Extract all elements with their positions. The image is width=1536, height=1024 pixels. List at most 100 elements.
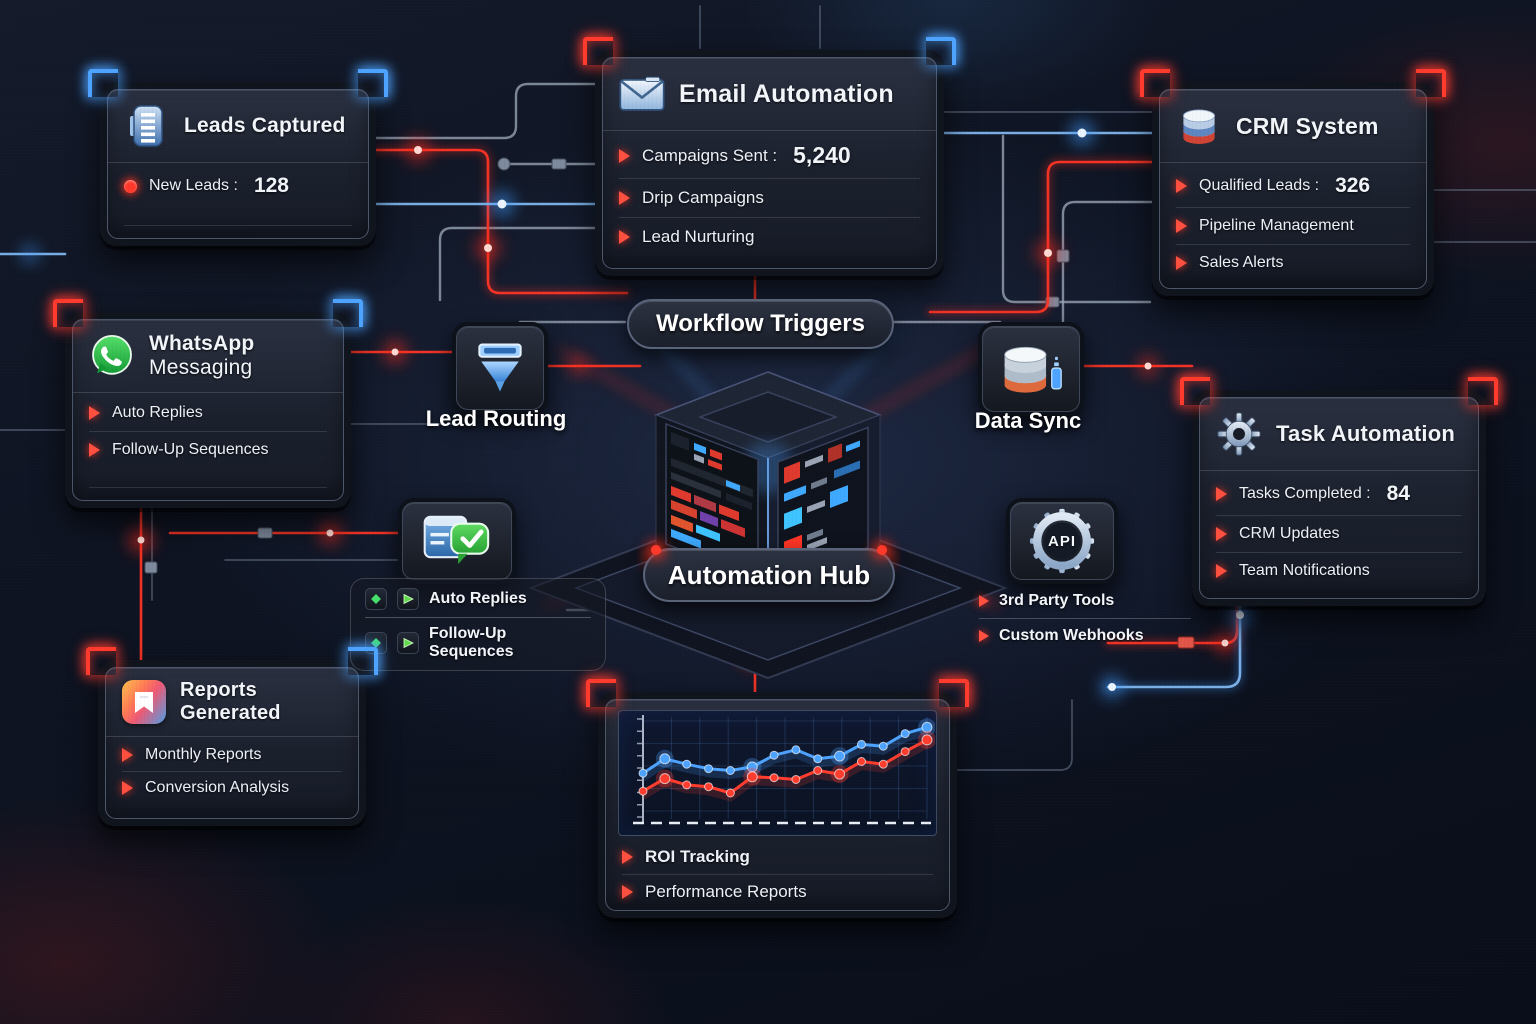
divider — [89, 487, 327, 500]
red-triangle-bullet — [979, 595, 989, 607]
corner-bracket — [1416, 69, 1446, 97]
red-dot-bullet — [124, 179, 137, 193]
red-triangle-bullet — [1216, 527, 1227, 541]
chat-automation-list: Auto Replies Follow-Up Sequences — [350, 578, 606, 671]
lead-routing-label: Lead Routing — [425, 406, 567, 431]
feature-label: Performance Reports — [645, 882, 807, 901]
divider — [124, 225, 352, 238]
red-triangle-bullet — [1176, 179, 1187, 193]
stat-row: Campaigns Sent : 5,240 — [619, 133, 920, 178]
email-automation-panel: Email Automation Campaigns Sent : 5,240 … — [583, 37, 956, 276]
list-item-label: Auto Replies — [429, 590, 527, 607]
feature-label: Auto Replies — [112, 404, 203, 421]
funnel-icon — [478, 343, 522, 392]
panel-title: Leads Captured — [184, 114, 346, 137]
pill-text: Workflow Triggers — [656, 310, 865, 337]
database-icon — [1176, 103, 1222, 149]
panel-title: WhatsApp Messaging — [149, 332, 327, 380]
corner-bracket — [586, 679, 616, 707]
feature-row: Performance Reports — [622, 874, 933, 909]
red-triangle-bullet — [622, 885, 633, 899]
list-item: Auto Replies — [365, 581, 591, 617]
feature-row: Monthly Reports — [122, 739, 342, 771]
data-sync-label: Data Sync — [974, 408, 1082, 433]
corner-bracket — [1140, 69, 1170, 97]
gear-icon — [1216, 411, 1262, 457]
stat-value: 5,240 — [793, 142, 851, 168]
stat-value: 84 — [1386, 482, 1410, 505]
roi-chart — [633, 715, 935, 825]
api-node: API — [1006, 498, 1118, 584]
red-triangle-bullet — [122, 781, 133, 795]
feature-row: Drip Campaigns — [619, 178, 920, 217]
stat-row: Qualified Leads : 326 — [1176, 165, 1410, 207]
corner-bracket — [1180, 377, 1210, 405]
feature-row: Team Notifications — [1216, 552, 1462, 589]
whatsapp-messaging-panel: WhatsApp Messaging Auto Replies Follow-U… — [53, 299, 363, 508]
green-play-icon — [397, 632, 419, 654]
stat-label: Campaigns Sent : — [642, 145, 778, 165]
report-gradient-icon — [122, 680, 166, 724]
feature-label: Drip Campaigns — [642, 188, 764, 207]
automation-hub-label: Automation Hub — [643, 545, 895, 602]
envelope-icon — [619, 71, 665, 117]
corner-bracket — [926, 37, 956, 65]
stat-label: Tasks Completed : — [1239, 485, 1371, 502]
roi-chart-frame — [618, 710, 937, 836]
panel-title: Task Automation — [1276, 421, 1456, 446]
corner-bracket — [358, 69, 388, 97]
task-automation-panel: Task Automation Tasks Completed : 84 CRM… — [1180, 377, 1498, 606]
pill-text: Automation Hub — [667, 559, 871, 590]
feature-label: Team Notifications — [1239, 562, 1370, 579]
red-triangle-bullet — [1216, 487, 1227, 501]
whatsapp-icon — [89, 333, 135, 379]
stat-row: Tasks Completed : 84 — [1216, 473, 1462, 515]
feature-row: ROI Tracking — [622, 840, 933, 874]
feature-label: Sales Alerts — [1199, 254, 1284, 271]
corner-bracket — [939, 679, 969, 707]
feature-row: Lead Nurturing — [619, 217, 920, 256]
red-triangle-bullet — [619, 191, 630, 205]
feature-row: Pipeline Management — [1176, 207, 1410, 244]
crm-system-panel: CRM System Qualified Leads : 326 Pipelin… — [1140, 69, 1446, 296]
api-gear-icon — [1029, 508, 1095, 574]
green-play-icon — [397, 588, 419, 610]
corner-bracket — [1468, 377, 1498, 405]
chat-check-icon — [423, 515, 490, 565]
red-triangle-bullet — [122, 748, 133, 762]
leads-notebook-icon — [124, 103, 170, 149]
stat-label: Qualified Leads : — [1199, 177, 1320, 194]
api-badge: API — [1047, 532, 1076, 550]
stat-row: New Leads : 128 — [124, 165, 352, 207]
corner-bracket — [53, 299, 83, 327]
green-diamond-icon — [365, 588, 387, 610]
feature-row: Conversion Analysis — [122, 771, 342, 804]
chat-automation-node — [398, 498, 516, 584]
feature-row: CRM Updates — [1216, 515, 1462, 552]
data-sync-node — [978, 322, 1084, 416]
stat-value: 128 — [253, 174, 289, 197]
red-triangle-bullet — [622, 850, 633, 864]
reports-generated-panel: Reports Generated Monthly Reports Conver… — [86, 647, 378, 826]
list-item: 3rd Party Tools — [979, 584, 1191, 618]
lead-routing-node — [452, 322, 548, 414]
red-triangle-bullet — [1176, 219, 1187, 233]
list-item: Custom Webhooks — [979, 618, 1191, 653]
panel-title: CRM System — [1236, 112, 1379, 139]
red-triangle-bullet — [89, 443, 100, 457]
corner-bracket — [348, 647, 378, 675]
stat-value: 326 — [1335, 174, 1371, 197]
workflow-triggers-label: Workflow Triggers — [627, 299, 894, 349]
database-sync-icon — [1004, 346, 1062, 393]
corner-bracket — [583, 37, 613, 65]
red-triangle-bullet — [619, 148, 630, 163]
corner-bracket — [86, 647, 116, 675]
feature-row: Sales Alerts — [1176, 244, 1410, 281]
red-triangle-bullet — [1216, 564, 1227, 578]
list-item-label: Custom Webhooks — [999, 627, 1144, 644]
panel-title: Reports Generated — [180, 679, 281, 724]
feature-label: Conversion Analysis — [145, 779, 290, 796]
feature-label: ROI Tracking — [645, 847, 750, 866]
list-item-label: Follow-Up Sequences — [429, 625, 514, 660]
